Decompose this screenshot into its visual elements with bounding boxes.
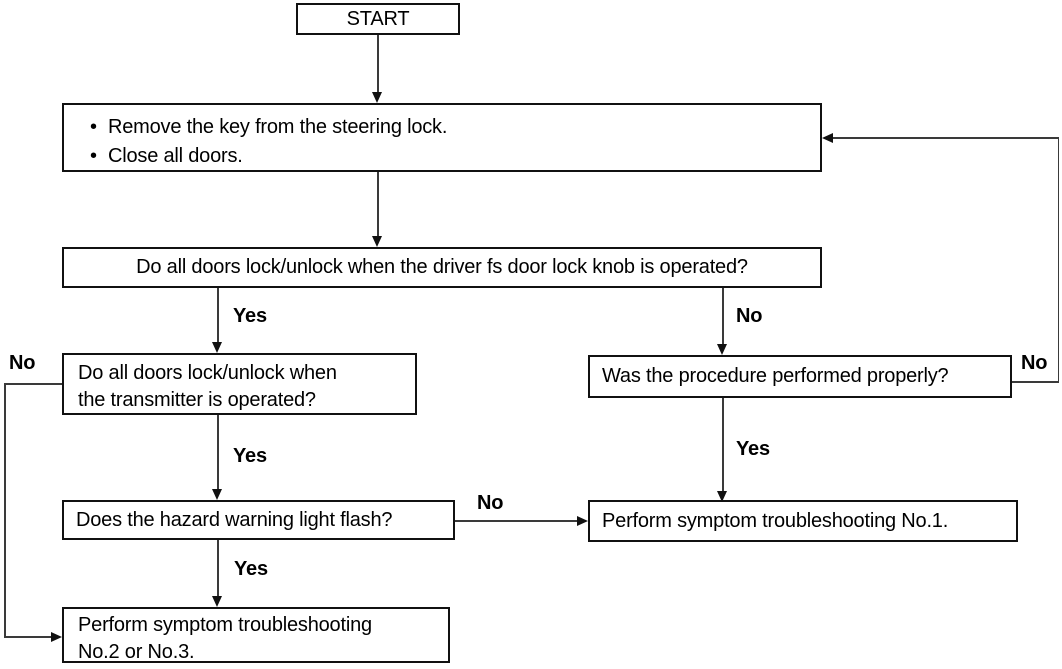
edge-label-hazard-no: No — [477, 492, 504, 514]
bullet-icon: • — [90, 145, 97, 167]
question-hazard-label: Does the hazard warning light flash? — [76, 508, 393, 531]
connector-line — [217, 540, 219, 597]
edge-label-knob-no: No — [736, 305, 763, 327]
question-procedure-node: Was the procedure performed properly? — [588, 355, 1012, 398]
start-label: START — [346, 7, 410, 30]
connector-line — [4, 383, 6, 637]
edge-label-transmitter-no: No — [9, 352, 36, 374]
prep-node: • Remove the key from the steering lock.… — [62, 103, 822, 172]
connector-line — [1012, 381, 1059, 383]
question-transmitter-line: the transmitter is operated? — [78, 389, 316, 411]
connector-line — [722, 288, 724, 345]
question-procedure-label: Was the procedure performed properly? — [602, 365, 949, 387]
arrowhead-down-icon — [212, 596, 222, 607]
edge-label-procedure-no: No — [1021, 352, 1048, 374]
prep-item-text: Remove the key from the steering lock. — [108, 116, 448, 138]
connector-line — [455, 520, 578, 522]
connector-line — [217, 415, 219, 490]
edge-label-procedure-yes: Yes — [736, 438, 770, 460]
arrowhead-right-icon — [51, 632, 62, 642]
connector-line — [217, 288, 219, 343]
action-troubleshooting-no1-label: Perform symptom troubleshooting No.1. — [602, 509, 949, 532]
arrowhead-right-icon — [577, 516, 588, 526]
prep-item-text: Close all doors. — [108, 145, 243, 167]
arrowhead-down-icon — [372, 236, 382, 247]
bullet-icon: • — [90, 116, 97, 138]
connector-line — [377, 172, 379, 237]
arrowhead-down-icon — [717, 344, 727, 355]
arrowhead-down-icon — [212, 489, 222, 500]
question-knob-label: Do all doors lock/unlock when the driver… — [136, 256, 748, 278]
question-transmitter-line: Do all doors lock/unlock when — [78, 362, 337, 384]
action-troubleshooting-no1-node: Perform symptom troubleshooting No.1. — [588, 500, 1018, 542]
prep-item: • Remove the key from the steering lock. — [90, 113, 810, 142]
question-knob-node: Do all doors lock/unlock when the driver… — [62, 247, 822, 288]
connector-line — [831, 137, 1059, 139]
action-troubleshooting-no23-line: Perform symptom troubleshooting — [78, 614, 372, 636]
edge-label-transmitter-yes: Yes — [233, 445, 267, 467]
question-hazard-node: Does the hazard warning light flash? — [62, 500, 455, 540]
connector-line — [4, 636, 52, 638]
edge-label-knob-yes: Yes — [233, 305, 267, 327]
start-node: START — [296, 3, 460, 35]
prep-item: • Close all doors. — [90, 142, 810, 171]
connector-line — [377, 35, 379, 93]
edge-label-hazard-yes: Yes — [234, 558, 268, 580]
arrowhead-down-icon — [717, 491, 727, 502]
action-troubleshooting-no23-line: No.2 or No.3. — [78, 641, 195, 663]
arrowhead-down-icon — [212, 342, 222, 353]
arrowhead-down-icon — [372, 92, 382, 103]
action-troubleshooting-no23-node: Perform symptom troubleshooting No.2 or … — [62, 607, 450, 663]
connector-line — [4, 383, 62, 385]
connector-line — [722, 398, 724, 492]
connector-line — [1057, 137, 1060, 382]
arrowhead-left-icon — [822, 133, 833, 143]
question-transmitter-node: Do all doors lock/unlock when the transm… — [62, 353, 417, 415]
